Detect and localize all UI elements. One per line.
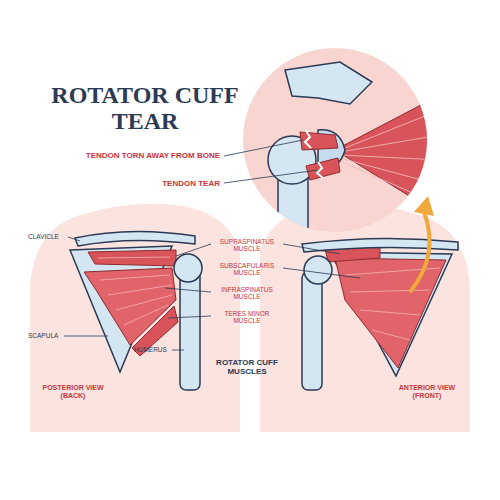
humerus-head	[174, 254, 202, 282]
inset-detail	[268, 62, 440, 255]
humerus-bone	[180, 270, 200, 390]
view-label: POSTERIOR VIEW (BACK)	[32, 384, 114, 400]
zoom-arrow	[410, 212, 430, 292]
group-label: ROTATOR CUFF MUSCLES	[204, 358, 290, 376]
bone-label: HUMERUS	[134, 346, 174, 353]
supraspinatus	[88, 250, 176, 266]
bone-label: CLAVICLE	[28, 233, 72, 240]
clavicle-bone	[75, 231, 195, 246]
callout-label: TENDON TORN AWAY FROM BONE	[56, 151, 220, 160]
clavicle-bone-front	[302, 238, 458, 252]
muscle-label: SUBSCAPULARIS MUSCLE	[213, 262, 281, 277]
muscle-label: SUPRASPINATUS MUSCLE	[213, 238, 281, 253]
title: ROTATOR CUFF TEAR	[45, 82, 245, 135]
scapula-bone-front	[330, 252, 452, 376]
zoom-arrowhead	[414, 196, 434, 216]
view-label: ANTERIOR VIEW (FRONT)	[386, 384, 468, 400]
leader-lines	[64, 140, 360, 350]
muscle-label: INFRASPINATUS MUSCLE	[213, 286, 281, 301]
teres-minor	[132, 306, 178, 356]
humerus-head-front	[304, 256, 332, 284]
callout-label: TENDON TEAR	[56, 179, 220, 188]
subscapularis	[335, 258, 446, 368]
back-skin	[30, 204, 240, 432]
muscle-fibres-front	[345, 268, 440, 340]
bone-label: SCAPULA	[28, 332, 72, 339]
humerus-bone-front	[302, 272, 322, 390]
front-skin	[260, 204, 470, 432]
muscle-label: TERES MINOR MUSCLE	[213, 310, 281, 325]
muscle-fibres	[98, 257, 172, 325]
